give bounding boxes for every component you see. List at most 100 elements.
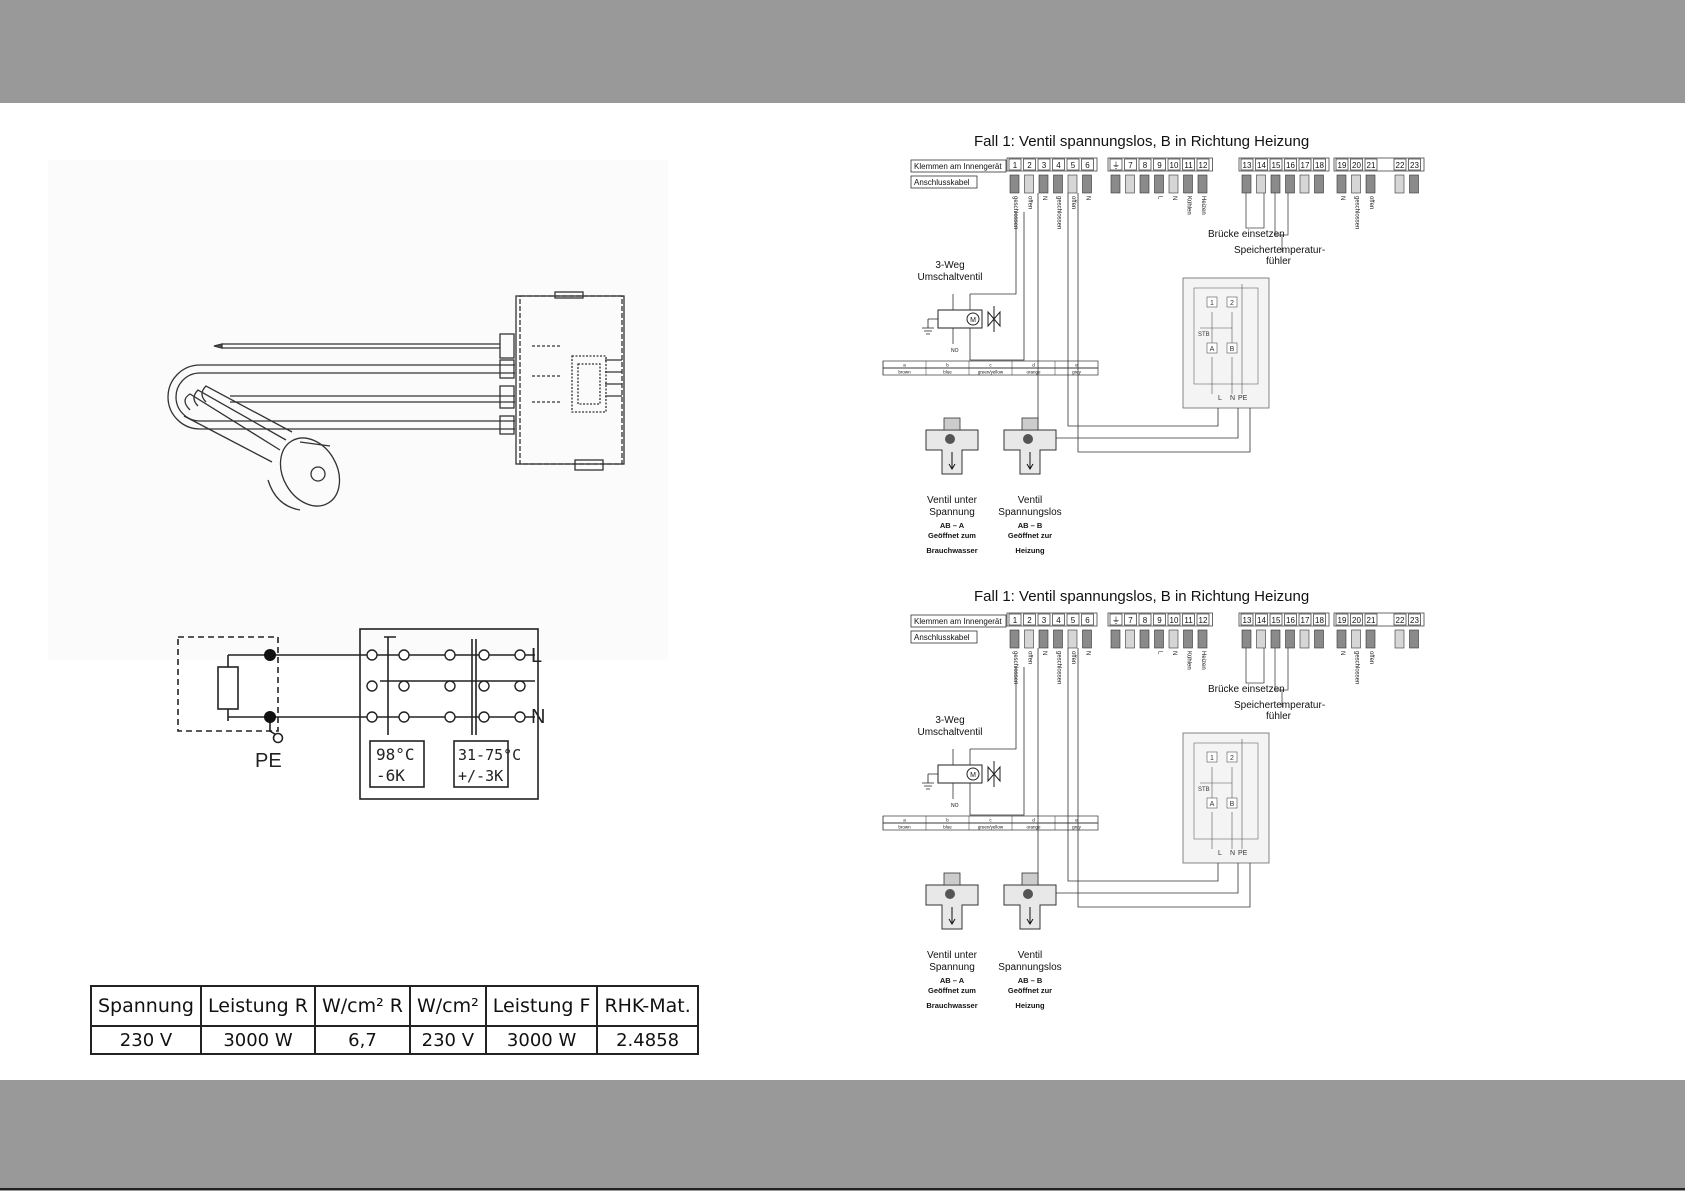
terminal-number: 8 — [1143, 161, 1148, 170]
valve-caption-line1: Ventil unter — [927, 495, 978, 506]
terminal-number: 2 — [1027, 161, 1032, 170]
flow-arrow-icon — [1026, 452, 1034, 470]
bruecke-label: Brücke einsetzen — [1208, 684, 1285, 695]
terminal-connector — [1256, 629, 1266, 649]
terminal-number-box — [1284, 613, 1297, 626]
terminal-number: 10 — [1170, 616, 1179, 625]
color-table-gridline — [883, 361, 1098, 375]
valve-caption-line2: Spannungslos — [998, 962, 1061, 973]
terminal-strip — [1238, 612, 1330, 627]
terminal-number: 11 — [1184, 616, 1193, 625]
valve-title-line1: 3-Weg — [935, 260, 964, 271]
terminal-connector — [1394, 174, 1405, 194]
terminal-number: 7 — [1128, 161, 1133, 170]
terminal-number: 12 — [1199, 616, 1208, 625]
valve-no-label: NO — [951, 803, 959, 809]
valve-state-line3: Heizung — [1015, 1001, 1045, 1010]
terminal-number-box — [1269, 158, 1283, 171]
color-table-color: grey — [1072, 370, 1082, 375]
terminal-number: 18 — [1315, 161, 1324, 170]
terminal-connector — [1139, 629, 1150, 649]
terminal-connector — [1270, 629, 1281, 649]
terminal-connector — [1183, 174, 1193, 194]
terminal-number: 23 — [1410, 616, 1419, 625]
spec-header: Leistung F — [484, 985, 599, 1027]
terminal-connector — [1409, 629, 1419, 649]
terminal-connector — [1125, 174, 1135, 194]
terminal-number-box — [1052, 158, 1065, 171]
terminal-number: ⏚ — [1112, 616, 1120, 625]
return-wire — [1037, 193, 1251, 453]
color-table-letter: e — [1075, 818, 1078, 823]
thermostat-wire — [1200, 739, 1243, 849]
terminal-number-box — [1066, 613, 1080, 626]
terminal-number-box — [1023, 613, 1036, 626]
wire-label: geschlossen — [1012, 196, 1018, 229]
terminal-connector — [1024, 174, 1034, 194]
terminal-number: 13 — [1243, 161, 1252, 170]
valve-state-line3: Heizung — [1015, 546, 1045, 555]
terminal-number: ⏚ — [1112, 161, 1120, 170]
terminal-number: 21 — [1367, 161, 1376, 170]
wire-label: N — [1171, 651, 1177, 655]
valve-caption-line2: Spannungslos — [998, 507, 1061, 518]
valve-caption-line2: Spannung — [929, 507, 975, 518]
valve-caption-line1: Ventil — [1018, 950, 1042, 961]
valve-ball — [945, 434, 955, 444]
wiring-diagram: Fall 1: Ventil spannungslos, B in Richtu… — [882, 133, 1425, 555]
terminal-number: 9 — [1157, 161, 1162, 170]
anschluss-label: Anschlusskabel — [914, 633, 970, 642]
wire-label: offen — [1368, 196, 1374, 209]
terminal-number: 4 — [1056, 161, 1061, 170]
terminal-strip — [1333, 612, 1425, 627]
terminal-connector — [1067, 174, 1078, 194]
terminal-connector — [1110, 629, 1121, 649]
wire-label: N — [1339, 651, 1345, 655]
valve-symbol — [987, 306, 1001, 332]
terminal-connector — [1067, 629, 1078, 649]
terminal-connector — [1038, 174, 1049, 194]
terminal-number-box — [1153, 613, 1166, 626]
thermostat-terminal — [1226, 751, 1238, 763]
valve-motor-icon — [966, 767, 980, 781]
terminal-strip — [1006, 157, 1098, 172]
color-table-gridline — [883, 816, 1098, 830]
flow-arrow-icon — [1026, 907, 1034, 925]
terminal-connector — [1197, 174, 1208, 194]
terminal-number-box — [1408, 158, 1421, 171]
speicher-label-line1: Speichertemperatur- — [1234, 700, 1325, 711]
valve-wire — [970, 212, 1017, 295]
valve-state-line2: Geöffnet zur — [1008, 531, 1052, 540]
terminal-connector — [1351, 629, 1361, 649]
thermostat-wire — [1200, 284, 1243, 394]
terminal-number-box — [1167, 613, 1181, 626]
wire-label: Kühlen — [1186, 196, 1192, 215]
terminal-number-box — [1023, 158, 1036, 171]
terminal-number-box — [1313, 158, 1326, 171]
wire-label: offen — [1027, 196, 1033, 209]
thermostat-l-label: L — [1218, 850, 1222, 857]
terminal-connector — [1365, 629, 1376, 649]
terminal-number-box — [1364, 158, 1378, 171]
terminal-connector — [1197, 629, 1208, 649]
terminal-connector — [1154, 629, 1164, 649]
valve-no-label: NO — [951, 348, 959, 354]
terminal-connector — [1285, 174, 1295, 194]
terminal-number: 14 — [1257, 616, 1266, 625]
color-table-color: grey — [1072, 825, 1082, 830]
terminal-strip — [1107, 612, 1213, 627]
terminal-number: 14 — [1257, 161, 1266, 170]
wire-label: N — [1085, 651, 1091, 655]
bottom-edge-line — [0, 1188, 1685, 1190]
color-table-color: brown — [898, 370, 911, 375]
thermostat-terminal — [1206, 751, 1218, 763]
klemmen-label-box — [910, 614, 1007, 628]
terminal-number: 4 — [1056, 616, 1061, 625]
terminal-connector — [1241, 174, 1252, 194]
valve-actuator — [1021, 417, 1039, 431]
thermostat-terminal-label: B — [1230, 346, 1235, 353]
valve-state-line1: AB – B — [1018, 976, 1043, 985]
terminal-number-box — [1066, 158, 1080, 171]
terminal-number: 22 — [1396, 161, 1405, 170]
valve-state-line1: AB – B — [1018, 521, 1043, 530]
